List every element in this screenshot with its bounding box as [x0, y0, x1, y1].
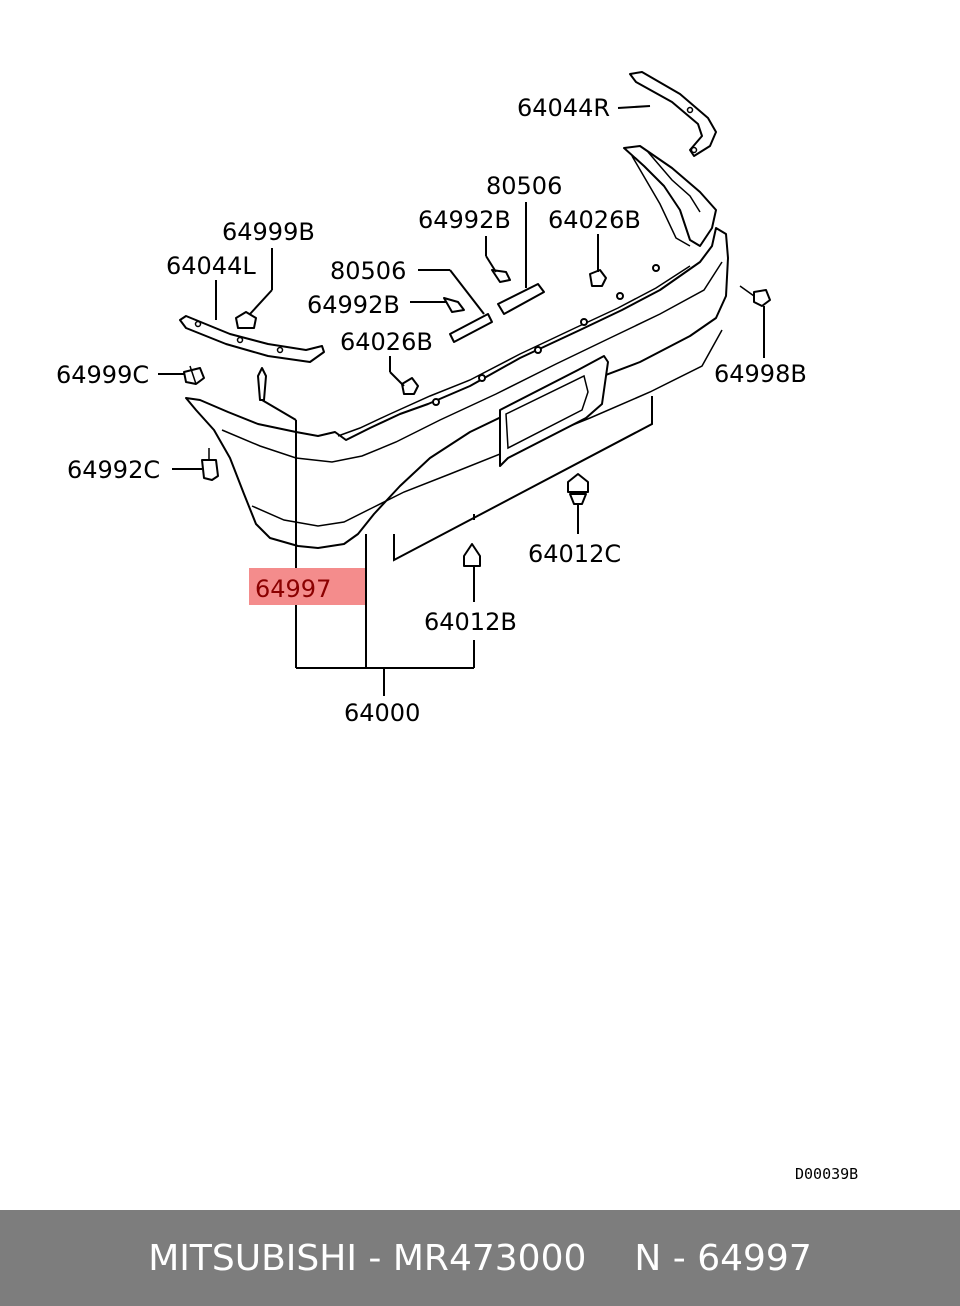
part-64999B-drawing	[235, 311, 257, 329]
label-64000[interactable]: 64000	[344, 699, 420, 727]
part-64026B-drawing	[401, 269, 607, 395]
drawing-code: D00039B	[795, 1165, 858, 1183]
part-64998B-drawing	[739, 285, 771, 307]
label-64026B-upper[interactable]: 64026B	[548, 206, 641, 234]
part-64997-drawing	[257, 367, 267, 401]
position-number: 64997	[697, 1237, 812, 1279]
brand-name: MITSUBISHI	[148, 1237, 357, 1279]
position-separator: -	[672, 1237, 686, 1279]
label-64999B[interactable]: 64999B	[222, 218, 315, 246]
label-64044R[interactable]: 64044R	[517, 94, 610, 122]
part-64012B-drawing	[463, 543, 481, 567]
label-64992C[interactable]: 64992C	[67, 456, 160, 484]
label-64026B-lower[interactable]: 64026B	[340, 328, 433, 356]
label-64012B[interactable]: 64012B	[424, 608, 517, 636]
label-64999C[interactable]: 64999C	[56, 361, 149, 389]
part-info-footer: MITSUBISHI - MR473000 N - 64997	[0, 1210, 960, 1306]
part-64044L-drawing	[179, 315, 325, 363]
part-80506-drawing	[449, 283, 545, 343]
position-prefix: N	[634, 1237, 662, 1279]
label-64012C[interactable]: 64012C	[528, 540, 621, 568]
part-64992C-drawing	[201, 448, 219, 481]
leader-lines	[158, 105, 765, 696]
part-number: MR473000	[392, 1237, 587, 1279]
label-64998B[interactable]: 64998B	[714, 360, 807, 388]
parts-diagram: 64044R 80506 64992B 64026B 64999B 64044L…	[56, 71, 858, 1183]
label-64997[interactable]: 64997	[255, 575, 331, 603]
label-64992B-lower[interactable]: 64992B	[307, 291, 400, 319]
part-64999C-drawing	[183, 365, 205, 385]
label-80506-upper[interactable]: 80506	[486, 172, 562, 200]
part-64044R-drawing	[629, 71, 717, 157]
label-80506-lower[interactable]: 80506	[330, 257, 406, 285]
label-64992B-upper[interactable]: 64992B	[418, 206, 511, 234]
part-64992B-drawing	[443, 269, 511, 313]
label-64044L[interactable]: 64044L	[166, 252, 256, 280]
highlight-box	[249, 568, 365, 605]
footer-separator: -	[368, 1237, 382, 1279]
part-64012C-drawing	[567, 473, 589, 505]
